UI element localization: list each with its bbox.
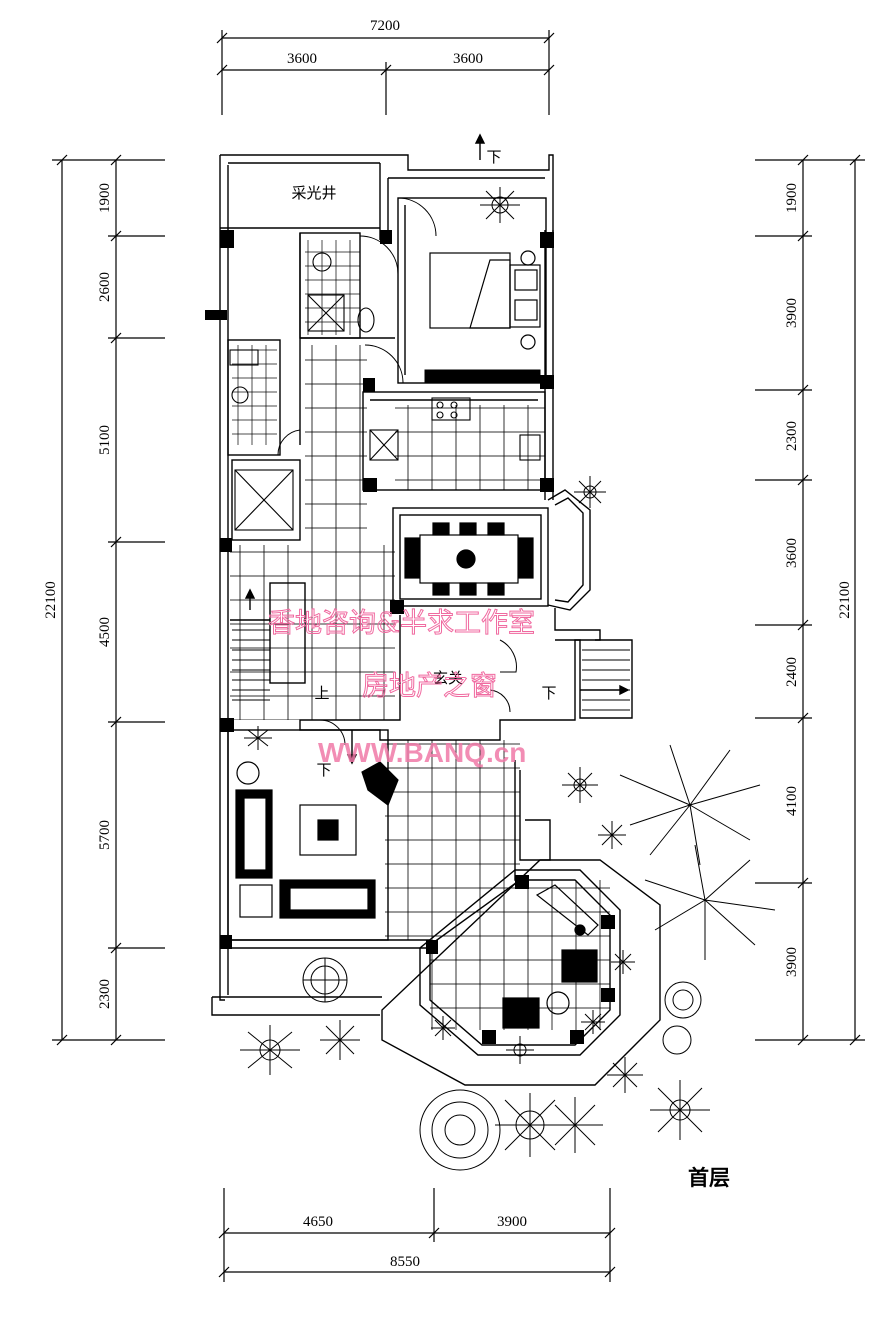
dimension-top [216,30,555,115]
room-label-lightwell: 采光井 [291,184,336,202]
dim-left-total: 22100 [43,581,59,619]
watermark-url: WWW.BANQ.cn [318,737,526,768]
watermark-line-1: 香地咨询&半求工作室 [268,608,535,639]
bed [429,250,541,350]
kitchen-fixtures [369,397,541,461]
dim-right-part-4: 3600 [784,538,800,568]
dim-left-part-2: 2600 [97,272,113,302]
stair-down-label-entry: 下 [541,684,556,702]
stair-down-label-living: 下 [316,761,331,779]
sunroom-chairs [502,884,599,1029]
dim-right-part-1: 1900 [784,183,800,213]
floor-title: 首层 [688,1165,730,1190]
dim-right-total: 22100 [837,581,853,619]
dimension-bottom [218,1188,616,1282]
plants [240,187,776,1171]
dim-bottom-total: 8550 [390,1254,420,1270]
dim-right-part-2: 3900 [784,298,800,328]
dim-top-part-1: 3600 [287,51,317,67]
columns [205,230,615,1044]
dim-left-part-1: 1900 [97,183,113,213]
dim-bottom-part-1: 4650 [303,1214,333,1230]
dim-left-part-6: 2300 [97,979,113,1009]
stair-up-label: 上 [314,684,329,702]
dim-left-part-4: 4500 [97,617,113,647]
dim-bottom-part-2: 3900 [497,1214,527,1230]
dim-top-part-2: 3600 [453,51,483,67]
dim-right-part-7: 3900 [784,947,800,977]
arrows [244,133,630,765]
dim-right-part-6: 4100 [784,786,800,816]
dining-table [404,522,534,596]
room-label-entrance: 玄关 [433,669,463,687]
stair-down-label-top: 下 [486,148,501,166]
dim-top-total: 7200 [370,18,400,34]
watermark-line-2: 房地产之窗 [362,671,497,702]
door-swings [277,197,517,746]
dim-left-part-5: 5700 [97,820,113,850]
sofa-set [235,761,399,919]
dimension-left [52,154,165,1046]
dim-right-part-5: 2400 [784,657,800,687]
dimension-right [755,154,865,1046]
dim-left-part-3: 5100 [97,425,113,455]
walls [211,154,661,1086]
dim-right-part-3: 2300 [784,421,800,451]
bathroom-fixtures [229,252,375,531]
